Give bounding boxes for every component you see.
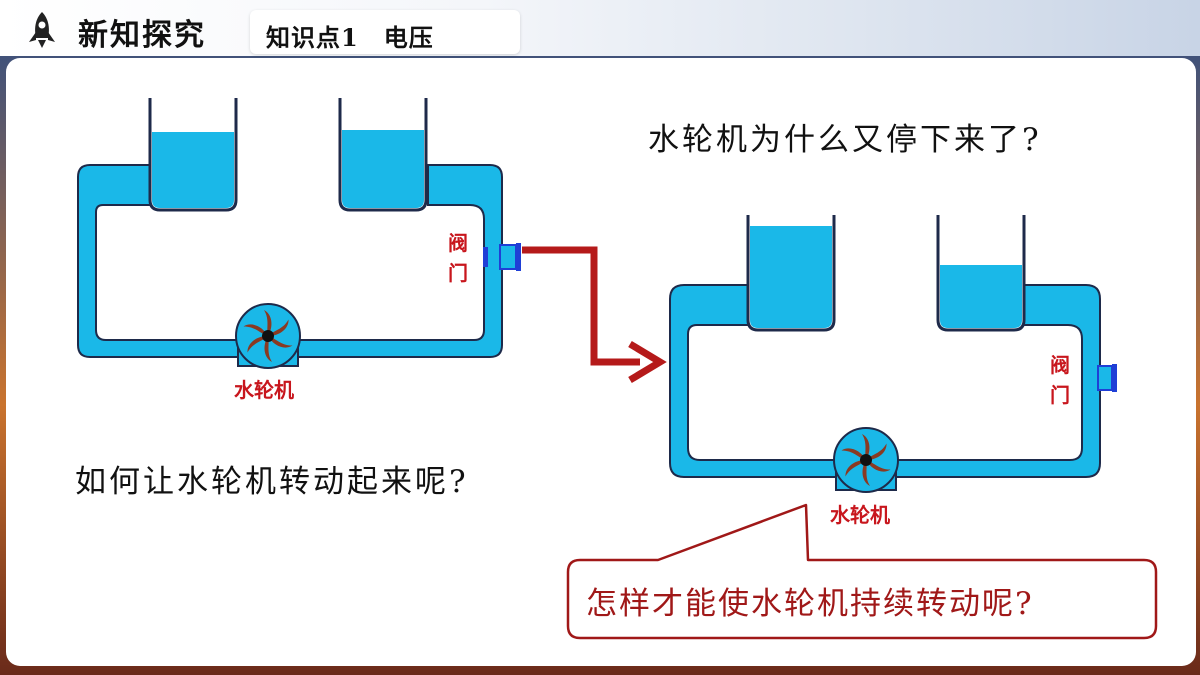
left-valve-label-1: 阀 bbox=[448, 231, 468, 255]
right-container-b bbox=[936, 215, 1026, 332]
right-water-b bbox=[940, 265, 1022, 328]
left-water-wheel bbox=[235, 303, 301, 369]
right-water-a bbox=[750, 226, 832, 328]
section-title: 新知探究 bbox=[78, 18, 206, 53]
right-container-a bbox=[746, 215, 836, 332]
right-valve-label-1: 阀 bbox=[1050, 353, 1070, 377]
left-wheel-label: 水轮机 bbox=[234, 378, 294, 402]
callout-bubble bbox=[566, 503, 1158, 640]
left-valve bbox=[499, 244, 517, 270]
left-water-circuit: 阀 门 水轮机 bbox=[77, 98, 521, 402]
left-water-b bbox=[342, 130, 424, 208]
left-pipe bbox=[77, 164, 503, 358]
question-top-right: 水轮机为什么又停下来了? bbox=[648, 122, 1042, 158]
right-valve-label-2: 门 bbox=[1050, 383, 1070, 407]
rocket-icon bbox=[29, 12, 55, 48]
topic-tag: 知识点1 电压 bbox=[250, 10, 520, 54]
transition-arrow bbox=[522, 246, 667, 384]
right-water-wheel bbox=[833, 427, 899, 493]
left-water-a bbox=[152, 132, 234, 208]
callout-question: 怎样才能使水轮机持续转动呢? bbox=[586, 586, 1034, 622]
header-bar: 新知探究 知识点1 电压 bbox=[0, 0, 1200, 56]
right-wheel-label: 水轮机 bbox=[830, 503, 890, 527]
right-water-circuit: 阀 门 水轮机 bbox=[669, 215, 1117, 527]
left-container-a bbox=[148, 98, 238, 212]
left-valve-label-2: 门 bbox=[448, 261, 468, 285]
question-bottom-left: 如何让水轮机转动起来呢? bbox=[75, 464, 469, 500]
topic-title: 知识点1 电压 bbox=[266, 23, 434, 52]
left-container-b bbox=[338, 98, 428, 212]
right-valve bbox=[1097, 365, 1113, 391]
